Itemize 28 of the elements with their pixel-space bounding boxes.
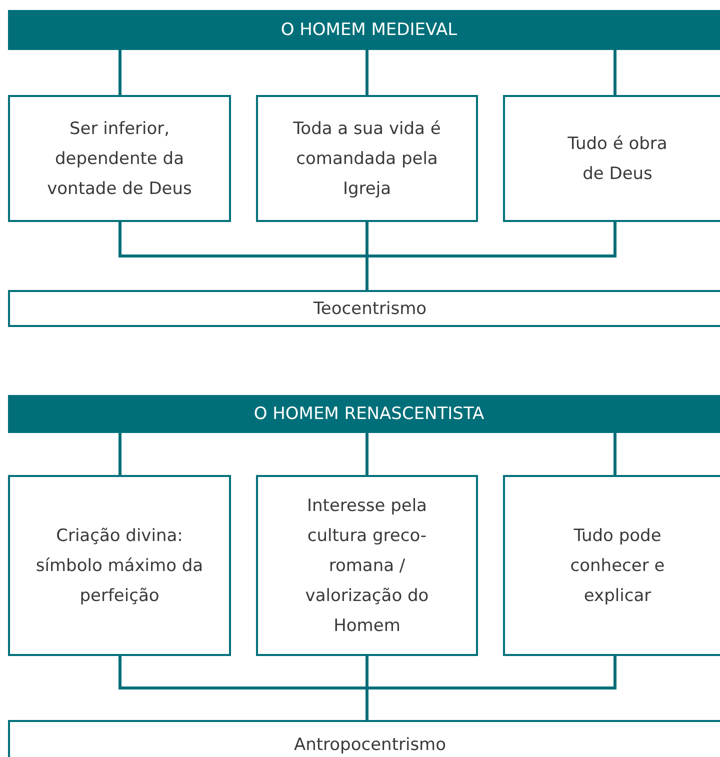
concept-text: Ser inferior, dependente da vontade de Deus xyxy=(46,118,193,200)
connector-line xyxy=(366,433,368,475)
connector-line xyxy=(366,50,368,95)
concept-box xyxy=(256,475,478,656)
connector-line xyxy=(366,656,616,720)
conclusion-text: Antropocentrismo xyxy=(294,734,446,757)
header-bar xyxy=(8,395,720,433)
concept-box xyxy=(8,475,231,656)
concept-text: Interesse pela cultura greco-romana / valorização do Homem xyxy=(304,494,430,638)
concept-text: Tudo pode conhecer e explicar xyxy=(569,524,666,608)
conclusion-text: Teocentrismo xyxy=(313,298,427,320)
conclusion-box xyxy=(8,720,720,757)
connector-line xyxy=(118,433,122,475)
concept-text: Tudo é obra de Deus xyxy=(566,132,668,186)
connector-line xyxy=(366,222,616,290)
connector-line xyxy=(118,50,122,95)
concept-box xyxy=(503,95,720,222)
header-bar xyxy=(8,10,720,50)
header-title: O HOMEM MEDIEVAL xyxy=(280,20,458,40)
concept-box xyxy=(256,95,478,222)
concept-text: Toda a sua vida é comandada pela Igreja xyxy=(292,118,442,200)
connector-line xyxy=(614,433,616,475)
concept-text: Criação divina: símbolo máximo da perfeição xyxy=(34,524,204,608)
header-title: O HOMEM RENASCENTISTA xyxy=(254,404,484,424)
conclusion-box xyxy=(8,290,720,327)
connector-line xyxy=(614,50,616,95)
concept-box xyxy=(503,475,720,656)
concept-box xyxy=(8,95,231,222)
